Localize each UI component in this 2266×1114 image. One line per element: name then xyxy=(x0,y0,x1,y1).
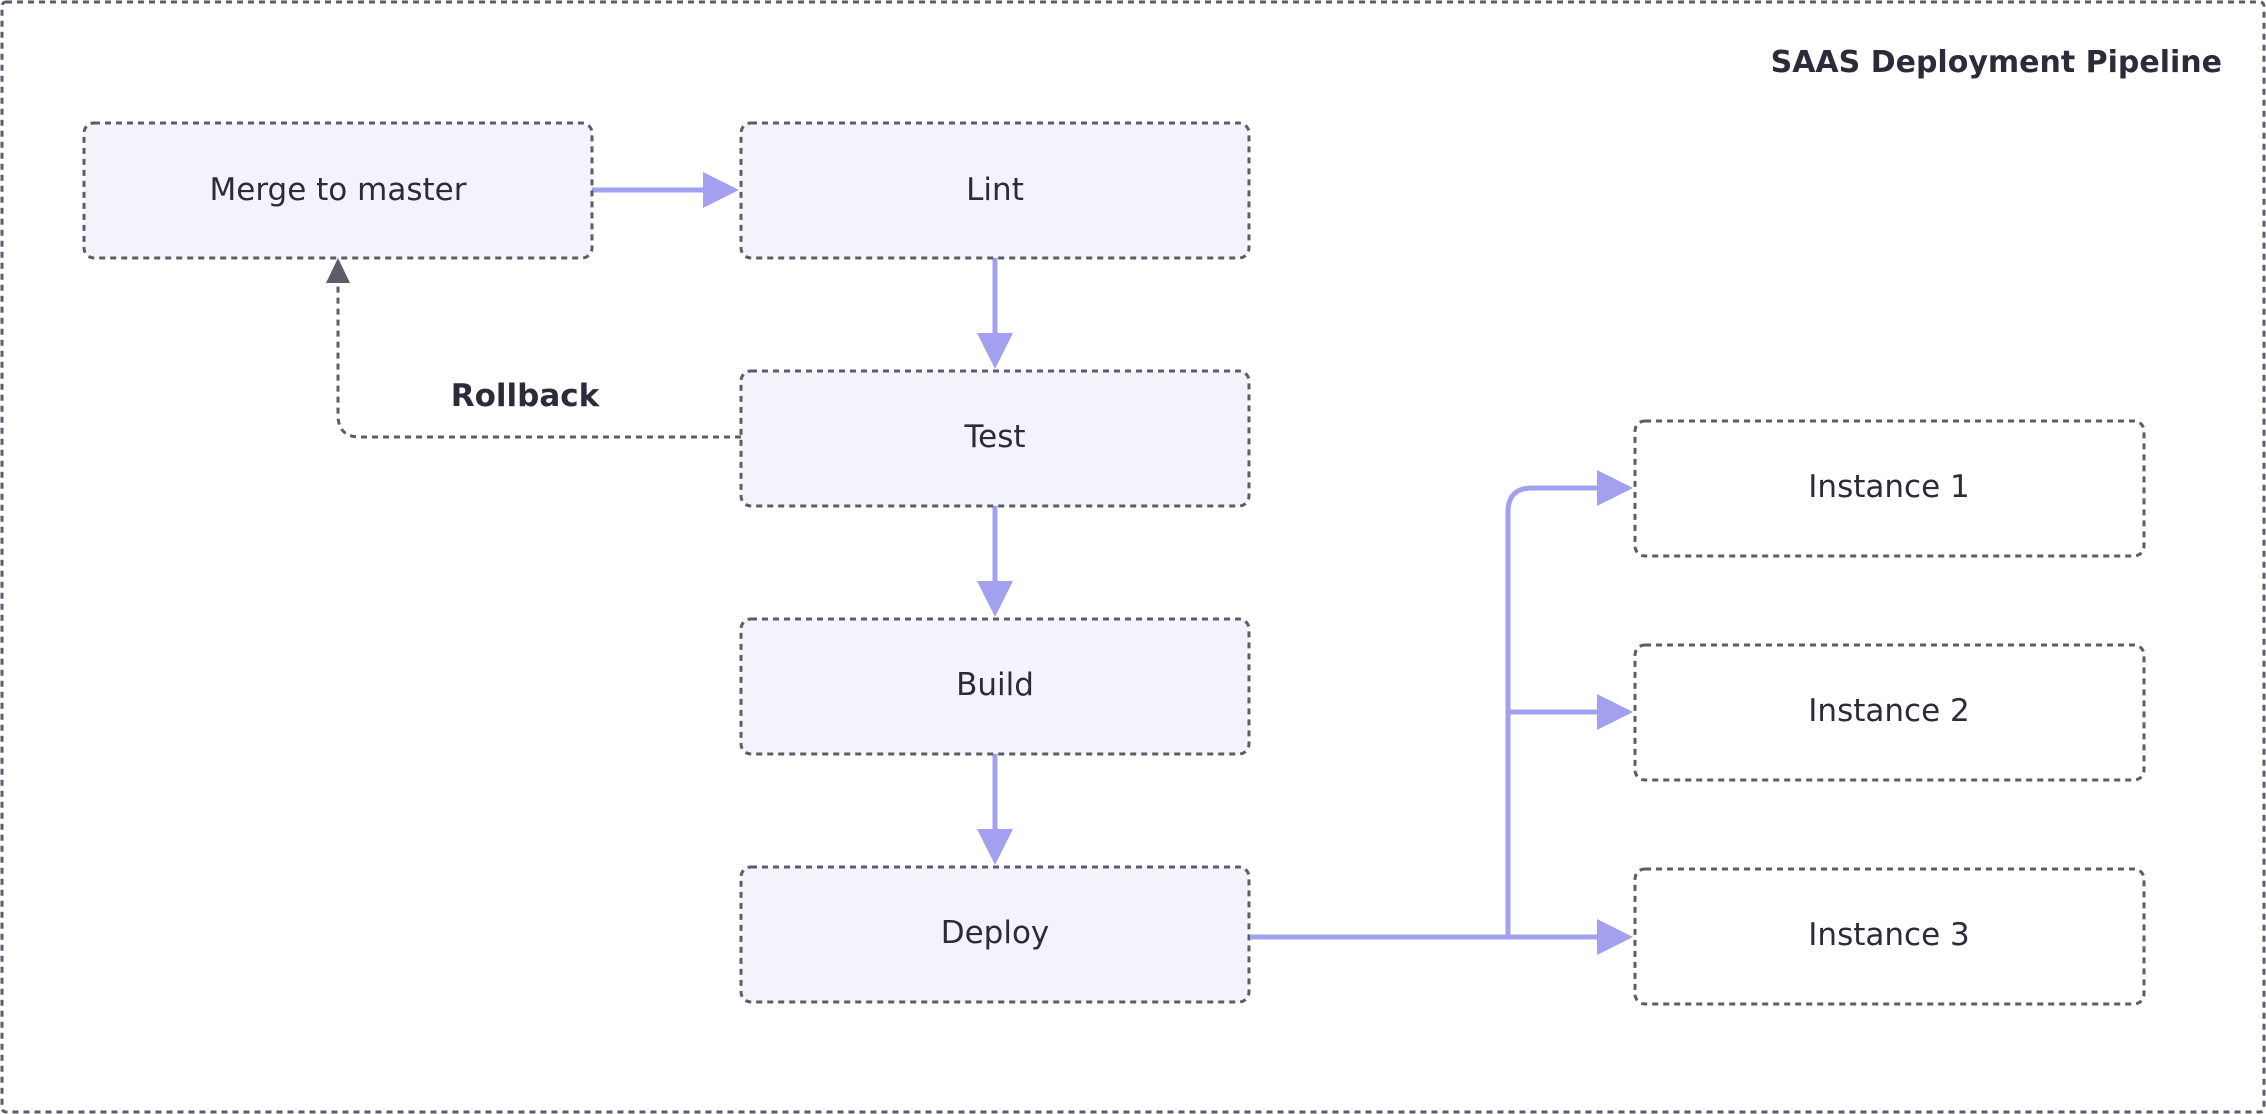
node-instance-3: Instance 3 xyxy=(1633,867,2146,1006)
edge-deploy-to-instance-3 xyxy=(1251,919,1633,955)
edge-test-to-build xyxy=(977,506,1013,617)
svg-text:Deploy: Deploy xyxy=(941,915,1050,951)
node-instance-1: Instance 1 xyxy=(1633,419,2146,558)
node-deploy: Deploy xyxy=(739,865,1251,1004)
node-build: Build xyxy=(739,617,1251,756)
edge-lint-to-test xyxy=(977,258,1013,369)
edge-build-to-deploy xyxy=(977,754,1013,865)
node-instance-2: Instance 2 xyxy=(1633,643,2146,782)
svg-text:Build: Build xyxy=(956,667,1034,703)
node-lint: Lint xyxy=(739,121,1251,260)
svg-text:Lint: Lint xyxy=(966,172,1024,208)
rollback-label: Rollback xyxy=(451,378,601,414)
diagram-title: SAAS Deployment Pipeline xyxy=(1771,45,2222,80)
edge-merge-to-lint xyxy=(592,172,739,208)
svg-text:Test: Test xyxy=(963,419,1025,455)
svg-text:Merge to master: Merge to master xyxy=(210,172,467,208)
svg-text:Instance 3: Instance 3 xyxy=(1808,917,1969,953)
edge-rollback: Rollback xyxy=(326,258,741,439)
node-merge-to-master: Merge to master xyxy=(82,121,594,260)
svg-text:Instance 2: Instance 2 xyxy=(1808,693,1969,729)
svg-text:Instance 1: Instance 1 xyxy=(1808,469,1969,505)
edge-deploy-to-instance-2 xyxy=(1505,694,1633,937)
edge-deploy-to-instance-1 xyxy=(1505,470,1633,712)
node-test: Test xyxy=(739,369,1251,508)
